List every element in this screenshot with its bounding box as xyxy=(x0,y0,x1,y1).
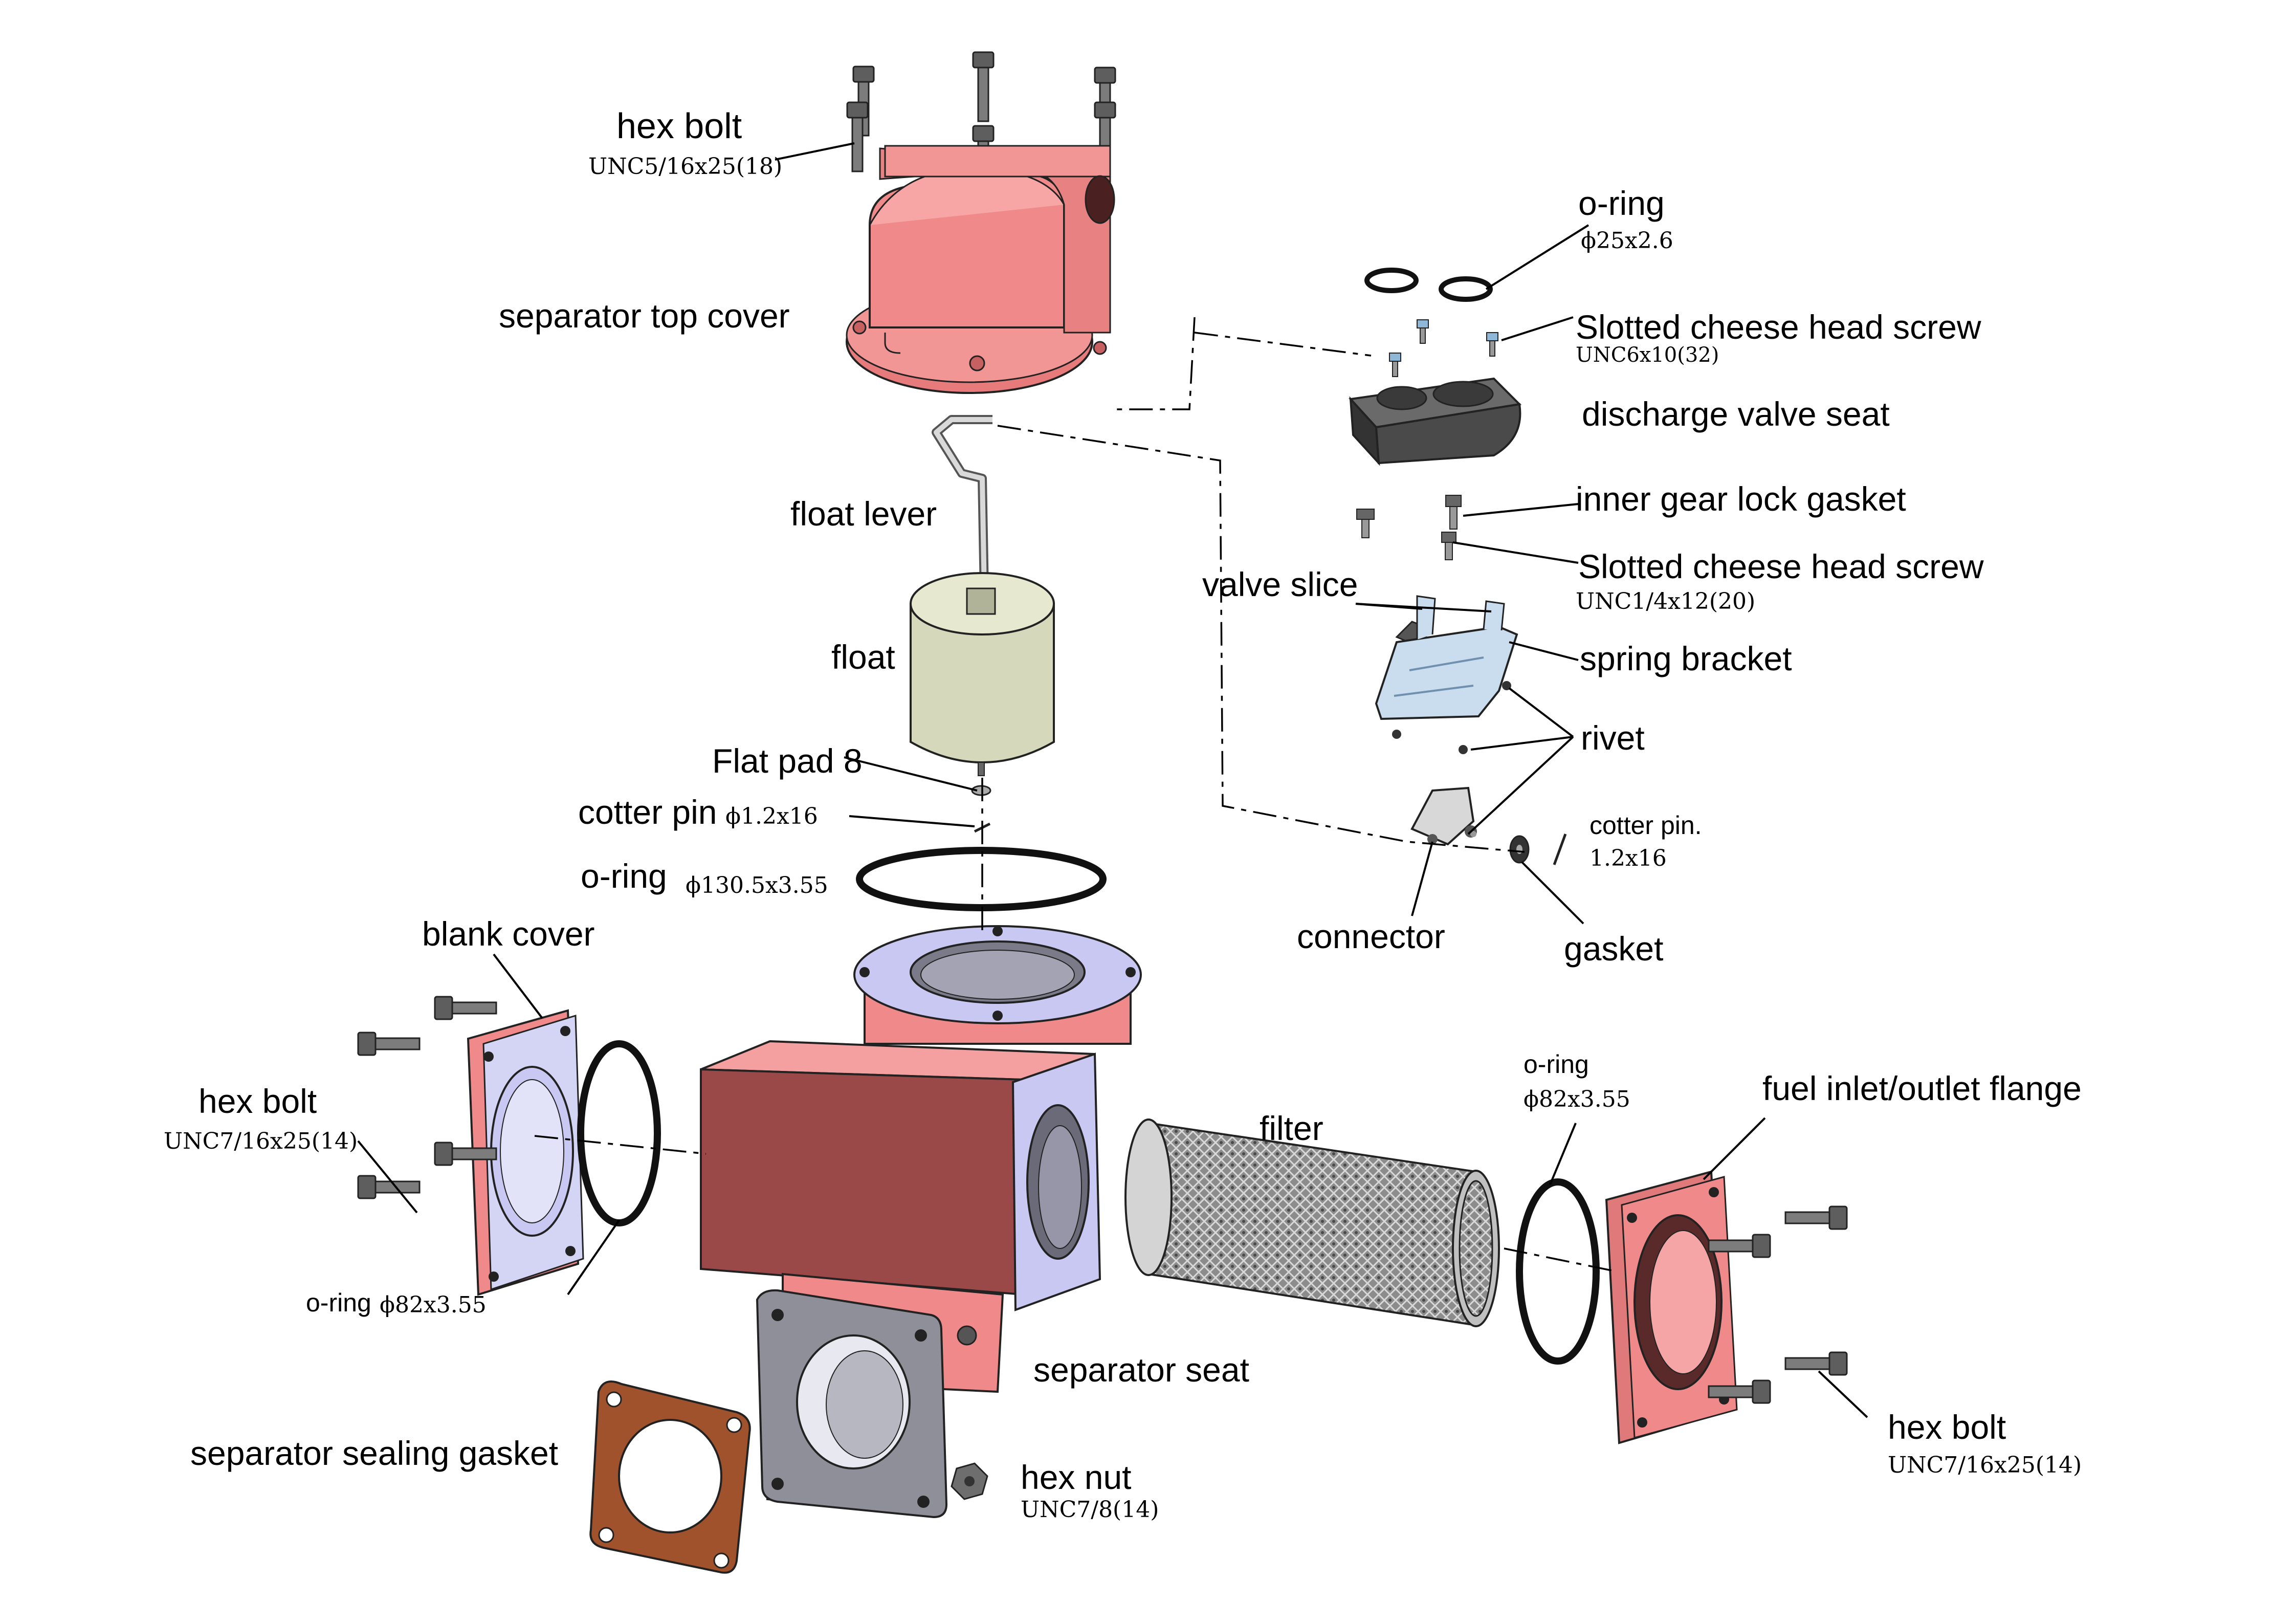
label-rivet: rivet xyxy=(1581,719,1645,757)
spec-right-oring: ϕ82x3.55 xyxy=(1524,1086,1630,1112)
separator-top-cover xyxy=(846,145,1115,394)
spec-top-hex-bolt: UNC5/16x25(18) xyxy=(588,153,782,180)
label-inner-gear-gasket: inner gear lock gasket xyxy=(1576,480,1906,518)
small-orings-part xyxy=(1364,268,1493,302)
cotter-pin-part-right xyxy=(1553,834,1567,865)
label-connector: connector xyxy=(1297,917,1445,955)
spec-left-hex-bolt: UNC7/16x25(14) xyxy=(164,1128,358,1154)
text-labels: hex bolt UNC5/16x25(18) separator top co… xyxy=(164,106,2082,1523)
label-filter: filter xyxy=(1260,1109,1323,1147)
label-gasket: gasket xyxy=(1564,930,1663,968)
spec-screw-top: UNC6x10(32) xyxy=(1576,343,1719,367)
float xyxy=(910,572,1055,776)
rivets-part xyxy=(1392,681,1511,754)
connector-part xyxy=(1410,786,1477,846)
float-lever xyxy=(932,415,992,620)
sealing-gasket-part xyxy=(589,1380,751,1574)
spec-right-hex-bolt: UNC7/16x25(14) xyxy=(1888,1452,2082,1478)
label-valve-slice: valve slice xyxy=(1202,565,1358,603)
centerlines xyxy=(534,317,1617,1273)
label-flat-pad: Flat pad 8 xyxy=(712,742,863,780)
separator-body xyxy=(700,925,1142,1393)
right-oring-part xyxy=(1516,1178,1600,1365)
separator-seat-part xyxy=(756,1289,977,1519)
label-small-oring: o-ring xyxy=(1578,184,1665,222)
filter-part xyxy=(1124,1118,1500,1327)
mid-screws-part xyxy=(1356,495,1462,560)
label-hex-nut: hex nut xyxy=(1021,1458,1132,1496)
spec-cotter-pin-left: ϕ1.2x16 xyxy=(725,803,818,829)
leader-lines xyxy=(357,142,1868,1418)
label-screw-top: Slotted cheese head screw xyxy=(1576,308,1981,346)
label-right-hex-bolt: hex bolt xyxy=(1888,1408,2006,1446)
big-oring-part xyxy=(856,847,1107,911)
flat-pad-part xyxy=(971,785,991,796)
spec-left-oring: ϕ82x3.55 xyxy=(380,1292,487,1318)
left-oring-part xyxy=(577,1040,661,1226)
label-screw-mid: Slotted cheese head screw xyxy=(1578,547,1984,585)
label-blank-cover: blank cover xyxy=(422,915,595,953)
blank-cover-part xyxy=(467,1009,584,1296)
hex-nut-part xyxy=(951,1462,988,1500)
label-big-oring: o-ring xyxy=(581,857,667,895)
label-sealing-gasket: separator sealing gasket xyxy=(190,1434,558,1472)
label-top-hex-bolt: hex bolt xyxy=(616,106,742,146)
spec-big-oring: ϕ130.5x3.55 xyxy=(686,872,828,898)
spec-cotter-pin-right: 1.2x16 xyxy=(1589,845,1667,871)
flange-part xyxy=(1605,1170,1738,1444)
gasket-small-part xyxy=(1509,835,1530,864)
spec-screw-mid: UNC1/4x12(20) xyxy=(1576,588,1755,615)
label-separator-seat: separator seat xyxy=(1033,1351,1249,1389)
top-screws-part xyxy=(1389,319,1498,377)
spring-bracket-part xyxy=(1375,595,1518,720)
discharge-valve-seat-part xyxy=(1348,377,1522,466)
spec-small-oring: ϕ25x2.6 xyxy=(1581,228,1673,254)
spec-hex-nut: UNC7/8(14) xyxy=(1021,1497,1159,1523)
label-float-lever: float lever xyxy=(790,495,937,533)
label-spring-bracket: spring bracket xyxy=(1580,640,1792,677)
label-discharge-valve-seat: discharge valve seat xyxy=(1582,395,1890,433)
label-cotter-pin-right: cotter pin. xyxy=(1589,811,1702,840)
label-separator-top-cover: separator top cover xyxy=(499,297,790,335)
label-flange: fuel inlet/outlet flange xyxy=(1762,1069,2082,1107)
label-right-oring: o-ring xyxy=(1524,1050,1589,1079)
label-left-hex-bolt: hex bolt xyxy=(198,1082,317,1120)
label-cotter-pin-left: cotter pin xyxy=(578,793,717,831)
label-left-oring: o-ring xyxy=(306,1288,371,1317)
label-float: float xyxy=(831,638,895,676)
